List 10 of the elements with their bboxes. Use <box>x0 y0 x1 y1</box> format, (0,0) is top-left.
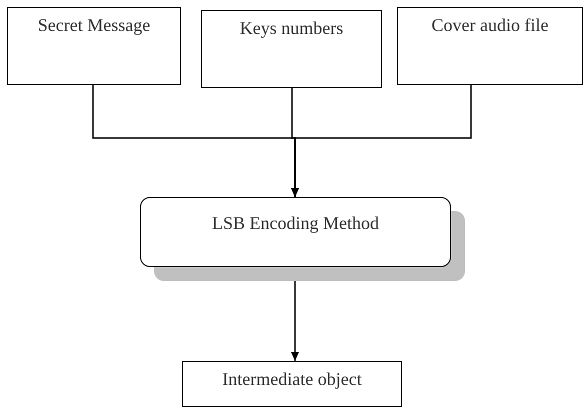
node-label: Keys numbers <box>240 17 344 40</box>
node-label: Intermediate object <box>222 368 362 390</box>
node-label: LSB Encoding Method <box>212 212 379 234</box>
node-label: Cover audio file <box>432 14 548 36</box>
input-box <box>182 361 402 407</box>
arrow <box>291 85 472 197</box>
node-label: Secret Message <box>38 14 150 36</box>
input-box <box>397 7 583 85</box>
input-box <box>201 10 382 88</box>
input-box <box>7 7 181 85</box>
